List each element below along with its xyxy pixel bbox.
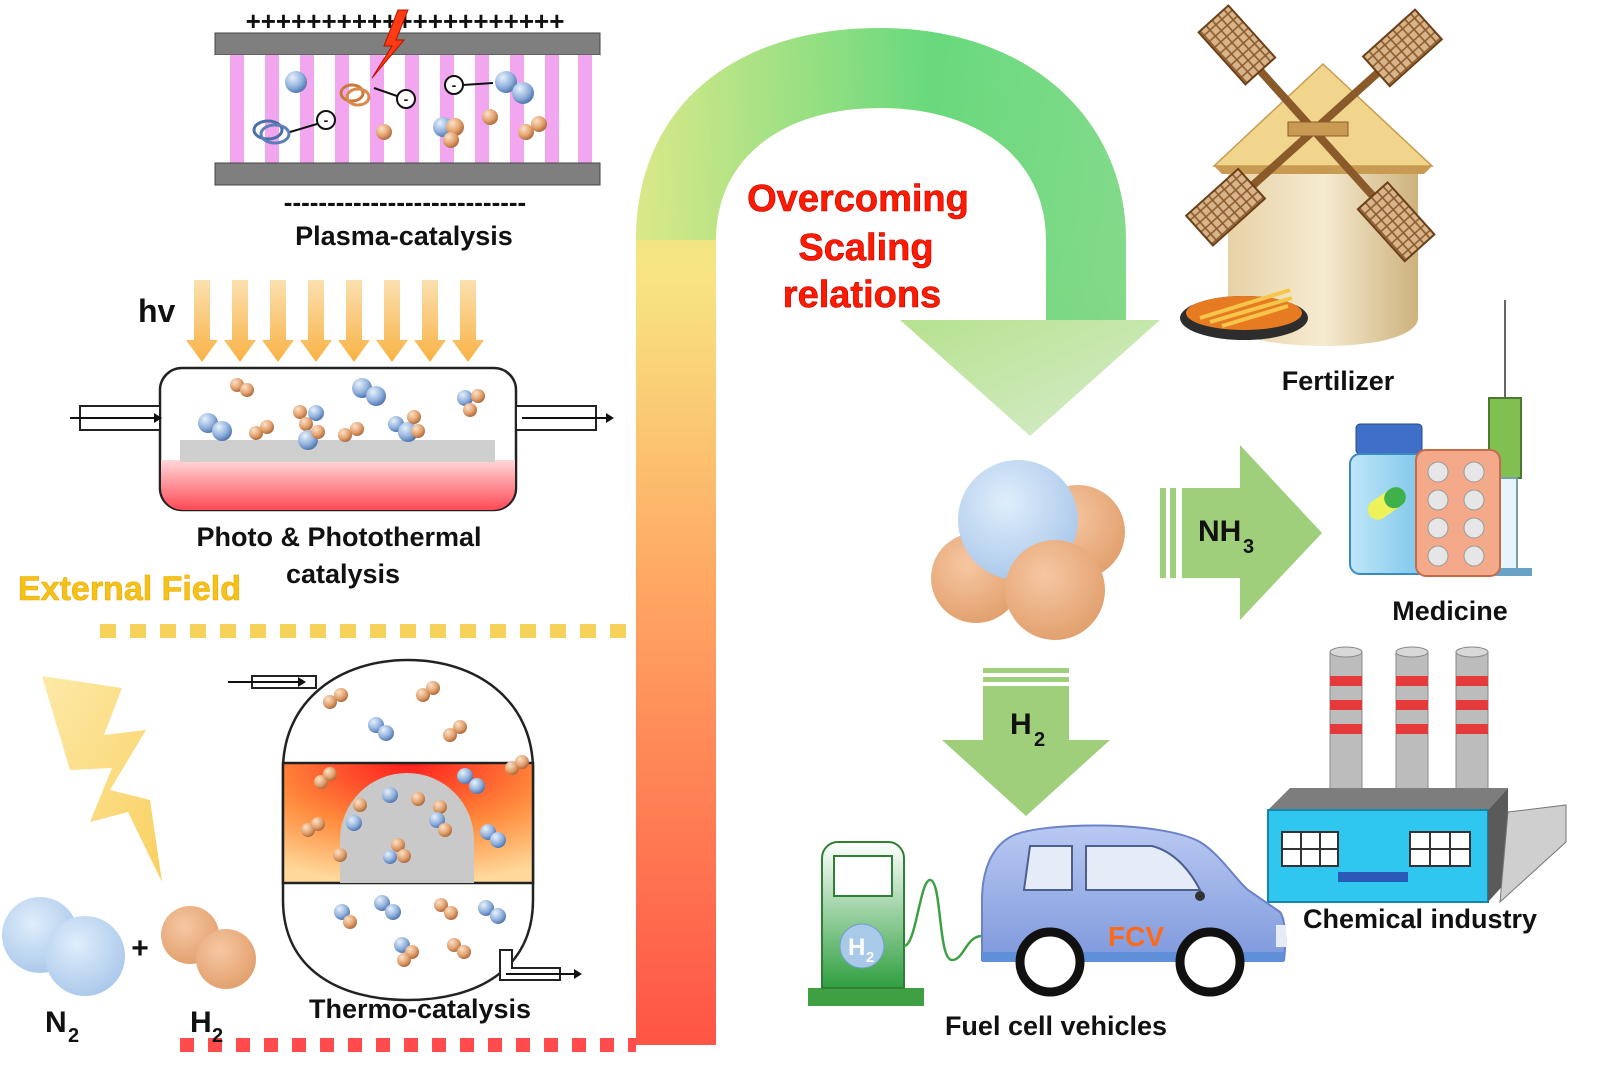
fertilizer-label: Fertilizer	[1282, 366, 1395, 396]
hv-label: hv	[138, 293, 176, 329]
factory-chimneys	[1329, 646, 1489, 793]
plasma-negative-charges: ----------------------------	[284, 187, 526, 217]
arch-arrow-head	[900, 320, 1160, 436]
h2-label: H 2	[190, 1006, 223, 1047]
pump-h2-subscript: 2	[866, 949, 874, 966]
plasma-top-electrode	[214, 32, 601, 56]
factory-icon	[1267, 646, 1567, 904]
electron-sign: -	[452, 77, 457, 93]
h2-arrow: H 2	[942, 668, 1110, 816]
wheat-plate-icon	[1180, 288, 1308, 340]
electron-icons: - - -	[289, 75, 494, 133]
light-arrows	[186, 280, 484, 362]
car-icon: FCV	[981, 824, 1287, 997]
overcoming-line2: Scaling	[798, 227, 933, 269]
electron-sign: -	[404, 91, 409, 107]
photo-inlet-pipe	[70, 405, 162, 431]
external-field-label: External Field	[18, 570, 241, 608]
n2-label: N 2	[45, 1006, 79, 1047]
photo-outlet-pipe	[515, 405, 614, 431]
process-arch-arrow	[636, 28, 1160, 1045]
fcv-label: FCV	[1108, 921, 1164, 952]
excited-h2-molecule	[339, 83, 371, 107]
fuel-pump-icon: H 2	[808, 841, 983, 1006]
n2-symbol: N	[45, 1006, 67, 1039]
pill-pack-icon	[1415, 449, 1501, 577]
thermo-catalysis-label: Thermo-catalysis	[309, 994, 531, 1024]
thermo-outlet-pipe	[499, 949, 582, 981]
nh3-symbol: NH	[1198, 515, 1241, 548]
spark-icon	[371, 9, 409, 79]
photo-heater-base	[161, 460, 515, 510]
lightning-bolt-icon	[42, 676, 162, 882]
chemical-industry-label: Chemical industry	[1303, 904, 1537, 934]
plasma-molecules	[252, 71, 547, 148]
photo-molecules	[198, 378, 485, 450]
nh3-subscript: 3	[1243, 536, 1254, 558]
h2-molecule	[161, 906, 256, 989]
nh3-arrow: NH 3	[1160, 445, 1322, 620]
photo-label-line1: Photo & Photothermal	[197, 522, 482, 552]
plasma-bottom-electrode	[214, 162, 601, 186]
medicine-label: Medicine	[1392, 596, 1508, 626]
h2-arrow-subscript: 2	[1034, 729, 1045, 751]
photo-label-line2: catalysis	[286, 559, 400, 589]
h2-arrow-symbol: H	[1010, 708, 1032, 741]
plasma-discharge-stripes	[215, 55, 600, 163]
nh3-molecule	[931, 460, 1125, 640]
photo-reactor: hv	[70, 280, 614, 589]
plasma-catalysis-label: Plasma-catalysis	[295, 221, 513, 251]
overcoming-line1: Overcoming	[747, 178, 969, 220]
overcoming-line3: relations	[783, 274, 941, 316]
h2-symbol: H	[190, 1006, 212, 1039]
overcoming-scaling-title: Overcoming Scaling relations	[747, 178, 969, 317]
pump-h2-symbol: H	[848, 934, 865, 961]
n2-molecule	[2, 897, 125, 996]
fuel-hose	[903, 878, 983, 962]
excited-n2-molecule	[252, 119, 291, 145]
thermo-inlet-pipe	[228, 675, 317, 689]
electron-sign: -	[324, 112, 329, 128]
plus-sign: +	[131, 932, 149, 965]
n2-subscript: 2	[68, 1025, 79, 1047]
h2-subscript: 2	[212, 1025, 223, 1047]
thermo-reactor: Thermo-catalysis	[228, 658, 582, 1024]
windmill-icon	[1180, 4, 1444, 346]
photo-catalyst-bed	[180, 440, 495, 462]
plasma-reactor: +++++++++++++++++++++ ------------------…	[214, 6, 601, 251]
fuel-cell-vehicles-label: Fuel cell vehicles	[945, 1011, 1167, 1041]
thermo-molecules	[301, 681, 529, 967]
